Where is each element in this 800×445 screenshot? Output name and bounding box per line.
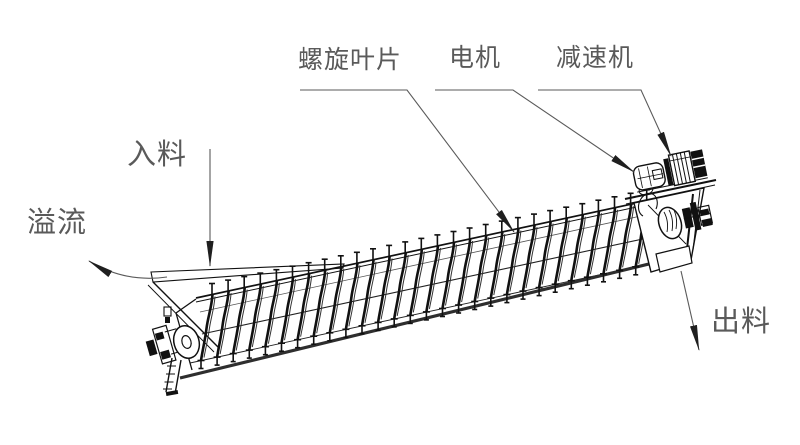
spiral-blade-leader [300,89,515,233]
motor-label: 电机 [449,43,502,72]
output-shaft-bearing [681,201,714,231]
overflow-label: 溢流 [27,205,88,239]
annotations [88,89,700,351]
coupling [663,158,674,186]
left-bearing-assembly [145,298,201,397]
feed-label: 入料 [127,137,188,171]
classifier-machine [145,149,717,397]
reducer-label: 减速机 [556,43,635,72]
ladder [163,357,182,397]
discharge-chute [655,245,693,273]
discharge-arrow [680,270,700,351]
drive-assembly [624,149,717,205]
motor-leader [435,89,635,173]
spiral-blade-label: 螺旋叶片 [298,45,403,74]
discharge-label: 出料 [711,304,772,338]
reducer-leader [538,89,672,157]
right-end-assembly [633,184,714,273]
overflow-arrow [88,260,168,279]
trough [179,198,691,380]
